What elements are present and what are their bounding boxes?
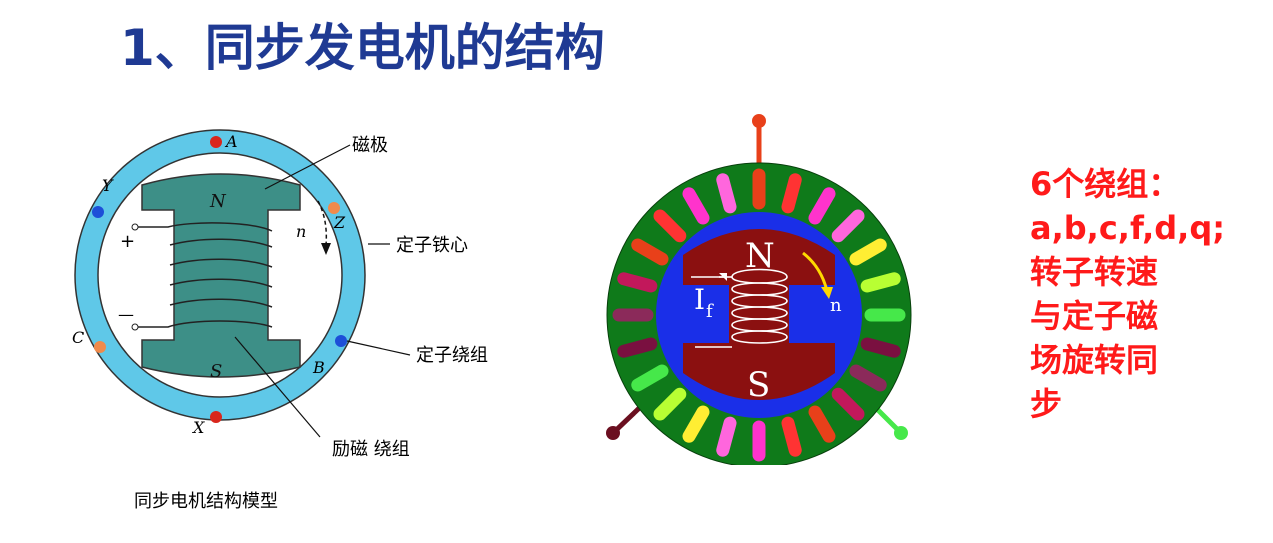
current-label: I (694, 283, 705, 316)
terminal-y-label: Y (102, 176, 114, 195)
terminal-z-dot (328, 202, 340, 214)
lead-bottom-left-dot (606, 426, 620, 440)
winding-slot (860, 272, 901, 293)
speed-arrow-head (821, 287, 833, 299)
winding-slot (860, 337, 901, 358)
lead-top-dot (752, 114, 766, 128)
winding-slot (653, 387, 687, 421)
winding-slot (849, 364, 887, 392)
winding-slot (682, 187, 710, 225)
north-pole-label: N (209, 191, 227, 212)
winding-slot (631, 238, 669, 266)
terminal-b-label: B (312, 358, 325, 377)
terminal-x-label: X (191, 418, 205, 437)
terminal-x-dot (210, 411, 222, 423)
winding-slot (849, 238, 887, 266)
rotor-stator-diagram: N S I f n (606, 114, 912, 465)
pole-label: 磁极 (352, 135, 388, 156)
speed-label: n (830, 295, 842, 316)
rotation-arrow (317, 200, 328, 246)
current-subscript: f (706, 301, 714, 322)
winding-slot (808, 405, 836, 443)
plus-sign: + (120, 231, 135, 252)
winding-slot (808, 187, 836, 225)
field-winding-coils (135, 222, 273, 328)
rotation-arrow-head (321, 243, 331, 255)
south-pole-label: S (210, 361, 222, 382)
winding-slot (617, 272, 658, 293)
notes-line: 6个绕组： (1030, 165, 1181, 203)
winding-slot (682, 405, 710, 443)
stator-winding-slots (612, 168, 906, 462)
field-winding-label: 励磁 绕组 (332, 439, 410, 460)
notes-line: 转子转速 (1030, 253, 1159, 291)
pole-leader (264, 144, 351, 190)
page-title: 1、同步发电机的结构 (120, 19, 605, 77)
terminal-y-dot (92, 206, 104, 218)
stator-winding-leader (346, 340, 411, 356)
winding-slot (831, 209, 865, 243)
lead-bottom-right-dot (894, 426, 908, 440)
notes-text: 6个绕组： a,b,c,f,d,q; 转子转速 与定子磁 场旋转同 步 (1030, 162, 1225, 426)
notes-line: 场旋转同 (1030, 341, 1159, 379)
winding-slot (653, 209, 687, 243)
north-label: N (745, 236, 775, 276)
notes-line: a,b,c,f,d,q; (1030, 209, 1226, 247)
stator-winding-label: 定子绕组 (416, 345, 488, 366)
synchronous-machine-model-diagram: + — N S n A X Y B Z C 磁极 定子铁心 定子绕组 励磁 绕组… (72, 129, 488, 512)
notes-line: 步 (1030, 385, 1063, 423)
winding-slot (617, 337, 658, 358)
speed-label: n (296, 222, 306, 241)
terminal-a-label: A (224, 132, 238, 151)
winding-slot (716, 173, 737, 214)
field-winding-leader (234, 336, 321, 438)
notes-line: 与定子磁 (1030, 297, 1159, 335)
winding-slot (831, 387, 865, 421)
south-label: S (747, 365, 770, 405)
winding-slot (781, 173, 802, 214)
winding-slot (781, 416, 802, 457)
minus-sign: — (118, 305, 134, 324)
terminal-b-dot (335, 335, 347, 347)
terminal-z-label: Z (333, 213, 346, 232)
field-terminal-plus (131, 223, 139, 231)
terminal-c-dot (94, 341, 106, 353)
field-coil (695, 268, 788, 348)
terminal-c-label: C (72, 328, 84, 347)
rotor-pole (683, 229, 835, 400)
field-terminal-minus (131, 323, 139, 331)
winding-slot (631, 364, 669, 392)
stator-core-label: 定子铁心 (396, 235, 468, 256)
diagram-caption: 同步电机结构模型 (134, 491, 278, 512)
terminal-a-dot (210, 136, 222, 148)
winding-slot (716, 416, 737, 457)
